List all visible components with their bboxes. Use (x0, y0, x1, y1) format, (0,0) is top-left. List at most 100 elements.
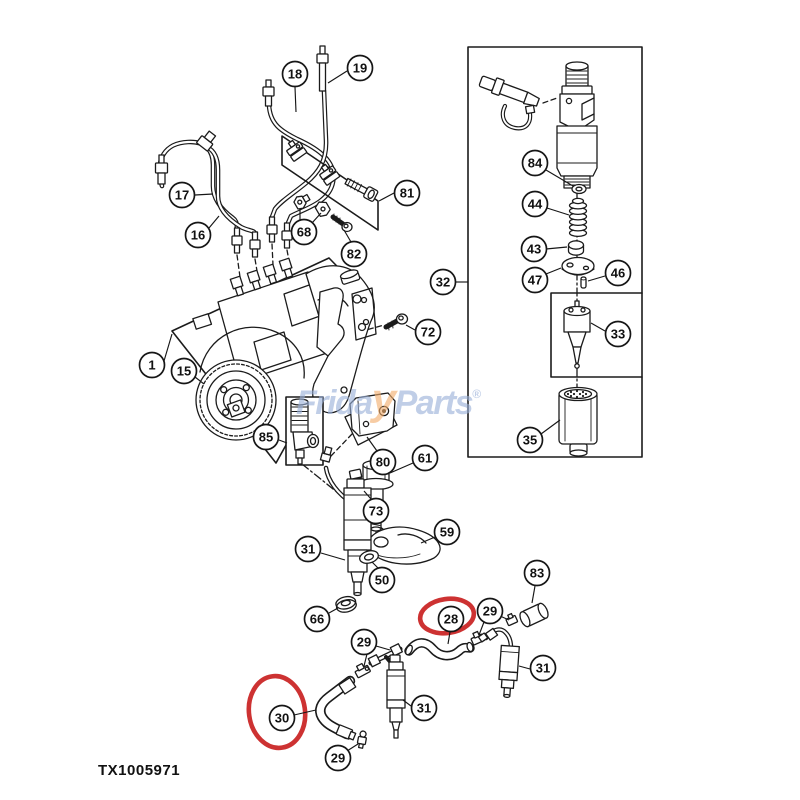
callout-47: 47 (521, 266, 549, 294)
clamp-29-bottom (356, 730, 367, 749)
clips-68 (293, 193, 331, 217)
callout-19-leader (327, 70, 348, 84)
nozzle-33 (563, 300, 591, 369)
line-end-fitting-16 (196, 130, 217, 152)
svg-text:31: 31 (536, 661, 550, 676)
callout-47-leader (545, 267, 562, 275)
hose-28 (404, 638, 475, 661)
callout-30-leader (293, 709, 317, 716)
callout-30: 30 (268, 704, 296, 732)
inlet-fitting (478, 75, 558, 131)
callout-31-right: 31 (529, 654, 557, 682)
callout-85: 85 (252, 423, 280, 451)
injector-31-right (477, 627, 520, 698)
seal-ring-66 (335, 595, 357, 613)
seat-43 (567, 240, 585, 256)
callout-81: 81 (393, 179, 421, 207)
callout-59: 59 (433, 518, 461, 546)
callout-73-leader (363, 490, 372, 500)
callout-68-leader-2 (311, 212, 322, 224)
svg-text:19: 19 (353, 61, 367, 76)
callout-82: 82 (340, 240, 368, 268)
svg-text:31: 31 (417, 701, 431, 716)
pin-46 (580, 276, 587, 289)
highlight-30 (246, 673, 308, 751)
drive-gear (195, 359, 277, 441)
callout-18-leader (294, 86, 297, 113)
injector-panel-32 (467, 46, 643, 458)
filter-35 (558, 386, 598, 457)
svg-text:31: 31 (301, 542, 315, 557)
clamp-29-top (354, 662, 371, 679)
callout-17-leader (194, 193, 214, 196)
line-end-fitting-17 (154, 154, 169, 185)
callout-32: 32 (429, 268, 457, 296)
callout-18: 18 (281, 60, 309, 88)
hose-30 (315, 675, 357, 741)
hose-chain (315, 602, 549, 749)
delivery-valve-stubs (229, 257, 294, 297)
callout-44: 44 (521, 190, 549, 218)
callout-50-leader (371, 561, 379, 569)
svg-text:66: 66 (310, 612, 324, 627)
washer-84 (571, 183, 587, 195)
svg-text:1: 1 (148, 358, 155, 373)
callout-83-leader (531, 585, 536, 604)
callout-29-b-leader (478, 621, 485, 636)
callout-31-mid: 31 (410, 694, 438, 722)
svg-text:28: 28 (444, 612, 458, 627)
callout-66-leader (328, 607, 339, 614)
callout-15-leader (194, 376, 205, 385)
bracket-bolt (344, 177, 379, 202)
callout-35: 35 (516, 426, 544, 454)
callout-16-leader (208, 215, 220, 229)
callout-28: 28 (437, 605, 465, 633)
svg-text:81: 81 (400, 186, 414, 201)
line-nut-columns (231, 216, 293, 258)
callout-84: 84 (521, 149, 549, 177)
callout-29-b: 29 (476, 597, 504, 625)
svg-text:46: 46 (611, 266, 625, 281)
callout-1-leader (163, 333, 173, 362)
line-end-fitting-19 (316, 45, 329, 92)
clamp-bracket-box-81 (281, 135, 379, 231)
callout-16: 16 (184, 221, 212, 249)
callout-72-leader (405, 324, 416, 331)
svg-text:59: 59 (440, 525, 454, 540)
callout-31-right-leader (518, 665, 531, 670)
svg-text:32: 32 (436, 275, 450, 290)
svg-text:44: 44 (528, 197, 543, 212)
svg-text:61: 61 (418, 451, 432, 466)
callout-68: 68 (290, 218, 318, 246)
callout-28-leader (447, 631, 451, 645)
line-clamp-b (319, 163, 341, 186)
svg-text:80: 80 (376, 455, 390, 470)
callout-61-leader (389, 462, 414, 474)
callout-19: 19 (346, 54, 374, 82)
screw-72 (383, 313, 409, 331)
callout-31-left: 31 (294, 535, 322, 563)
valve-box-85 (285, 396, 324, 466)
svg-text:73: 73 (369, 504, 383, 519)
svg-text:72: 72 (421, 325, 435, 340)
callout-35-leader (540, 419, 561, 435)
svg-text:16: 16 (191, 228, 205, 243)
callout-59-leader (420, 536, 436, 544)
callout-29-a-leader (375, 645, 391, 651)
bushing-83 (519, 602, 549, 628)
clamp-59 (356, 526, 441, 565)
callout-29-c-leader (346, 743, 359, 752)
svg-text:43: 43 (527, 242, 541, 257)
spring-44 (568, 197, 588, 238)
callout-43-leader (545, 246, 568, 250)
svg-text:30: 30 (275, 711, 289, 726)
fuel-lines (154, 45, 336, 278)
svg-text:17: 17 (175, 188, 189, 203)
svg-text:84: 84 (528, 156, 543, 171)
callout-31-left-leader (320, 552, 346, 561)
callout-17: 17 (168, 181, 196, 209)
watermark-logo: FridayParts® (296, 375, 481, 424)
callout-82-leader (343, 229, 352, 243)
callout-43: 43 (520, 235, 548, 263)
